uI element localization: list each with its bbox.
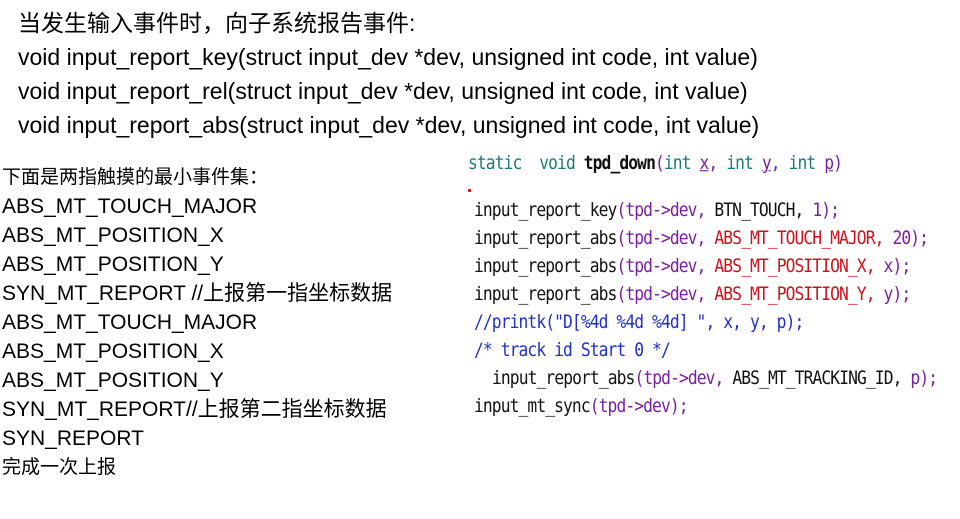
code-paren: ); (910, 227, 929, 249)
code-number: 1 (812, 199, 822, 221)
header-title: 当发生输入事件时，向子系统报告事件: (18, 10, 416, 36)
code-paren: ); (892, 283, 911, 305)
code-call: input_report_abs (492, 367, 635, 389)
code-line-report-pos-x: input_report_abs(tpd->dev, ABS_MT_POSITI… (474, 253, 911, 280)
event-item: ABS_MT_TOUCH_MAJOR (2, 311, 258, 334)
code-snippet: static void tpd_down(int x, int y, int p… (468, 150, 958, 464)
code-paren: ); (919, 367, 938, 389)
code-comma: , (770, 152, 781, 174)
header-section: 当发生输入事件时，向子系统报告事件: void input_report_key… (18, 6, 948, 142)
event-list-heading: 下面是两指触摸的最小事件集： (2, 167, 269, 188)
event-list-footer: 完成一次上报 (2, 457, 117, 478)
code-macro: BTN_TOUCH, (714, 199, 804, 221)
event-item: SYN_MT_REPORT//上报第二指坐标数据 (2, 398, 387, 421)
code-comma: , (708, 152, 718, 174)
code-paren: ( (634, 367, 644, 389)
code-var: x (883, 255, 894, 277)
code-line-report-key: input_report_key(tpd->dev, BTN_TOUCH, 1)… (474, 197, 840, 224)
code-macro: ABS_MT_TRACKING_ID, (723, 367, 902, 389)
code-space (875, 283, 884, 304)
code-param: x (699, 152, 710, 174)
code-space (875, 255, 884, 276)
code-line-tracking-id: input_report_abs(tpd->dev, ABS_MT_TRACKI… (492, 365, 938, 392)
event-item: ABS_MT_TOUCH_MAJOR (2, 195, 258, 218)
code-arg: tpd->dev, (625, 255, 706, 277)
code-paren: ( (616, 199, 626, 221)
code-call: input_report_key (474, 199, 617, 221)
code-line-signature: static void tpd_down(int x, int y, int p… (468, 150, 843, 177)
code-line-report-pos-y: input_report_abs(tpd->dev, ABS_MT_POSITI… (474, 281, 911, 308)
code-macro: ABS_MT_POSITION_X, (714, 255, 875, 277)
event-item: SYN_MT_REPORT //上报第一指坐标数据 (2, 282, 393, 305)
code-macro: ABS_MT_TOUCH_MAJOR, (714, 227, 884, 249)
code-paren: ) (833, 152, 843, 174)
code-arg: tpd->dev, (625, 283, 706, 305)
code-paren: ( (589, 395, 600, 417)
code-call: input_report_abs (474, 283, 617, 305)
code-paren: ); (821, 199, 840, 221)
code-number: 20 (892, 227, 911, 249)
function-signature-abs: void input_report_abs(struct input_dev *… (18, 112, 760, 138)
event-item: SYN_REPORT (2, 427, 144, 450)
code-keyword: int (663, 152, 692, 174)
code-space (803, 199, 812, 220)
code-paren: ( (616, 255, 626, 277)
event-item: ABS_MT_POSITION_X (2, 340, 224, 363)
event-item: ABS_MT_POSITION_Y (2, 253, 224, 276)
code-keyword: int (788, 152, 817, 174)
code-arg: tpd->dev, (625, 227, 706, 249)
code-var: p (910, 367, 920, 389)
code-paren: ); (669, 395, 689, 417)
code-arg: tpd->dev, (643, 367, 724, 389)
event-item: ABS_MT_POSITION_X (2, 224, 224, 247)
code-line-mt-sync: input_mt_sync(tpd->dev); (474, 393, 689, 420)
code-call: input_mt_sync (474, 395, 591, 417)
code-arg: tpd->dev, (625, 199, 706, 221)
function-signature-rel: void input_report_rel(struct input_dev *… (18, 78, 748, 104)
code-param: p (824, 152, 834, 174)
event-list: 下面是两指触摸的最小事件集： ABS_MT_TOUCH_MAJOR ABS_MT… (2, 163, 462, 482)
code-paren: ( (616, 227, 626, 249)
code-keyword: void (539, 152, 575, 174)
code-var: y (883, 283, 894, 305)
code-call: input_report_abs (474, 227, 617, 249)
bullet-dot (468, 189, 471, 192)
code-call: input_report_abs (474, 255, 617, 277)
function-signature-key: void input_report_key(struct input_dev *… (18, 44, 758, 70)
event-item: ABS_MT_POSITION_Y (2, 369, 224, 392)
code-line-printk-comment: //printk("D[%4d %4d %4d] ", x, y, p); (474, 311, 804, 333)
code-line-block-comment: /* track id Start 0 */ (474, 339, 671, 361)
code-paren: ( (654, 152, 665, 174)
code-param: y (761, 152, 772, 174)
code-keyword: int (726, 152, 754, 174)
code-keyword: static (468, 152, 522, 174)
code-arg: tpd->dev (598, 395, 671, 417)
code-line-report-major: input_report_abs(tpd->dev, ABS_MT_TOUCH_… (474, 225, 929, 252)
code-function-name: tpd_down (583, 152, 656, 174)
code-macro: ABS_MT_POSITION_Y, (714, 283, 875, 305)
code-paren: ( (616, 283, 626, 305)
code-paren: ); (892, 255, 911, 277)
